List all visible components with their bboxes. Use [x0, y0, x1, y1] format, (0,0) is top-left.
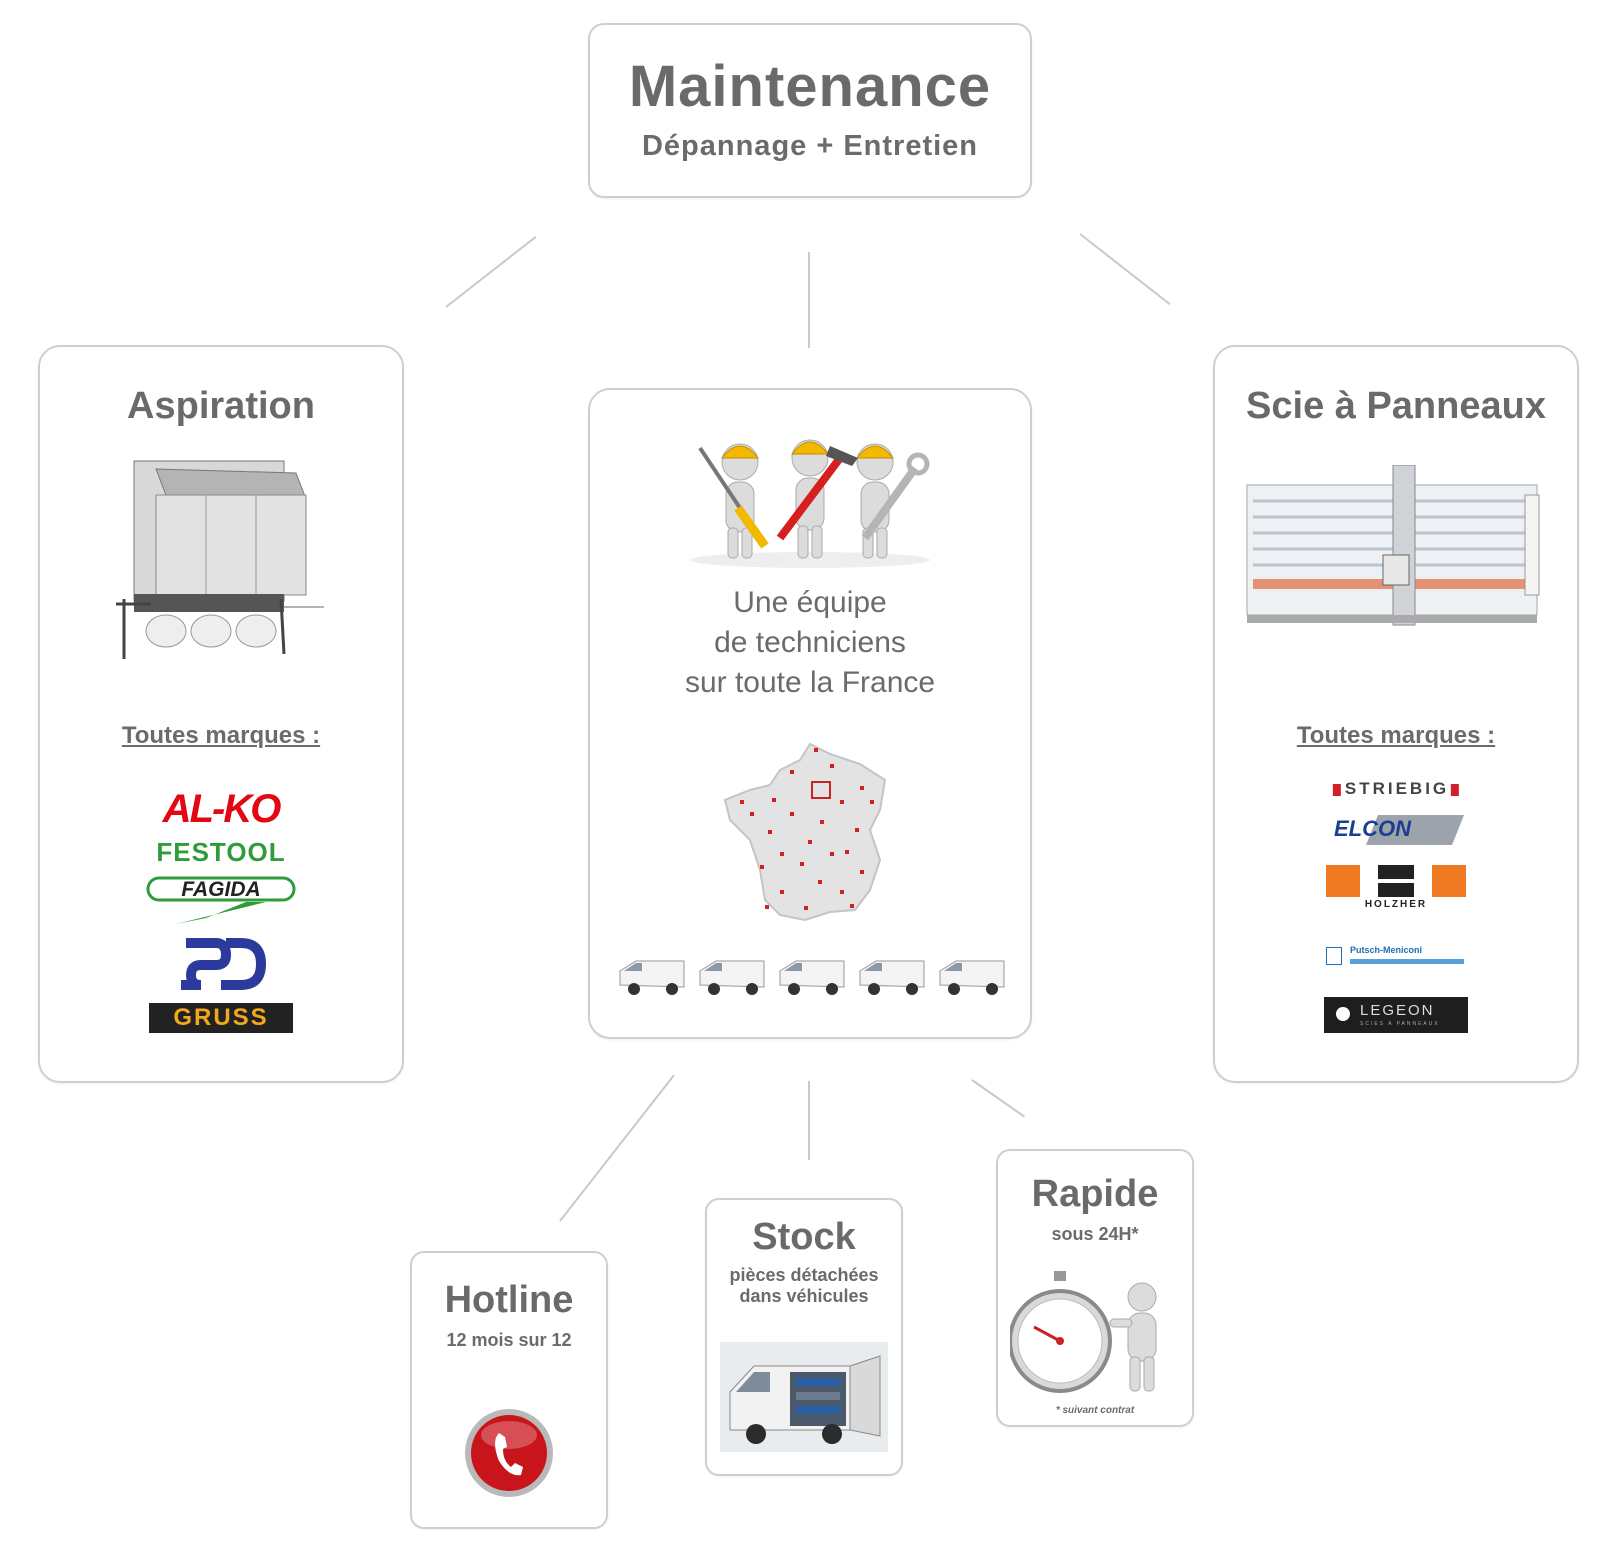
stock-title: Stock [752, 1216, 856, 1258]
stock-subtitle-2: dans véhicules [739, 1286, 869, 1306]
hotline-box: Hotline 12 mois sur 12 [410, 1251, 608, 1529]
legeon-text: LEGEON [1360, 1002, 1435, 1019]
van-icon [619, 960, 685, 995]
page-title: Maintenance [628, 54, 992, 119]
connector-line [1079, 233, 1171, 305]
workers-image [690, 439, 930, 568]
holzher-block-icon [1378, 883, 1414, 897]
putsch-mark-icon [1326, 947, 1342, 965]
dust-collector-image [116, 460, 324, 659]
elcon-logo: ELCON [1328, 813, 1464, 847]
service-van-image [720, 1342, 888, 1452]
legeon-mark-icon [1336, 1007, 1350, 1021]
stock-subtitle-1: pièces détachées [729, 1265, 879, 1285]
france-map-image [723, 742, 887, 922]
elcon-stripe-icon [1366, 815, 1464, 845]
team-text-line2: de techniciens [714, 626, 906, 659]
fagida-text: FAGIDA [181, 878, 261, 901]
aspiration-brands-label: Toutes marques : [121, 722, 321, 749]
holzher-block-icon [1432, 865, 1466, 897]
festool-logo: FESTOOL [156, 837, 286, 867]
legeon-subtext: SCIES A PANNEAUX [1360, 1021, 1440, 1027]
holzher-block-icon [1326, 865, 1360, 897]
scie-title: Scie à Panneaux [1246, 385, 1546, 427]
phone-icon [465, 1409, 553, 1497]
rapide-subtitle: sous 24H* [1051, 1224, 1139, 1244]
scie-box: Scie à Panneaux Toutes marques : STRIEBI… [1213, 345, 1579, 1083]
connector-line [808, 1081, 810, 1160]
fagida-logo: FAGIDA [146, 872, 296, 932]
hotline-title: Hotline [444, 1279, 574, 1321]
putsch-bar-icon [1350, 959, 1464, 964]
putsch-text: Putsch-Meniconi [1350, 945, 1423, 955]
striebig-mark-icon [1332, 783, 1341, 796]
rapide-box: Rapide sous 24H* * suivant contrat [996, 1149, 1194, 1427]
legeon-logo: LEGEON SCIES A PANNEAUX [1324, 997, 1468, 1033]
putsch-meniconi-logo: Putsch-Meniconi [1326, 945, 1466, 969]
van-row [616, 955, 1008, 997]
page-subtitle: Dépannage + Entretien [641, 130, 979, 162]
connector-line [559, 1074, 675, 1222]
holzher-logo: HOLZHER [1326, 865, 1466, 911]
stock-box: Stock pièces détachées dans véhicules [705, 1198, 903, 1476]
van-icon [699, 960, 765, 995]
van-icon [939, 960, 1005, 995]
sd-logo-mark-icon [181, 938, 266, 990]
striebig-logo: STRIEBIG [1332, 779, 1460, 799]
sd-logo: SD [176, 937, 266, 992]
elcon-text: ELCON [1334, 816, 1411, 841]
connector-line [808, 252, 810, 348]
gruss-logo: GRUSS [149, 1003, 293, 1033]
maintenance-box: Maintenance Dépannage + Entretien [588, 23, 1032, 198]
aspiration-box: Aspiration Toutes marques : AL-KO FESTOO… [38, 345, 404, 1083]
van-icon [859, 960, 925, 995]
holzher-block-icon [1378, 865, 1414, 879]
rapide-title: Rapide [1031, 1173, 1159, 1215]
stopwatch-image [1010, 1271, 1157, 1393]
striebig-text: STRIEBIG [1344, 779, 1450, 798]
fagida-swoosh-icon [146, 876, 296, 924]
team-text-line1: Une équipe [733, 586, 887, 619]
striebig-mark-icon [1451, 783, 1460, 796]
connector-line [971, 1079, 1025, 1118]
aspiration-title: Aspiration [127, 385, 315, 427]
team-box: Une équipe de techniciens sur toute la F… [588, 388, 1032, 1039]
alko-logo: AL-KO [162, 787, 282, 831]
rapide-footnote: * suivant contrat [1055, 1405, 1135, 1416]
connector-line [445, 236, 537, 308]
team-text-line3: sur toute la France [684, 666, 936, 699]
panel-saw-image [1246, 465, 1540, 626]
van-icon [779, 960, 845, 995]
holzher-text: HOLZHER [1364, 899, 1428, 910]
scie-brands-label: Toutes marques : [1296, 722, 1496, 749]
hotline-subtitle: 12 mois sur 12 [446, 1330, 572, 1350]
